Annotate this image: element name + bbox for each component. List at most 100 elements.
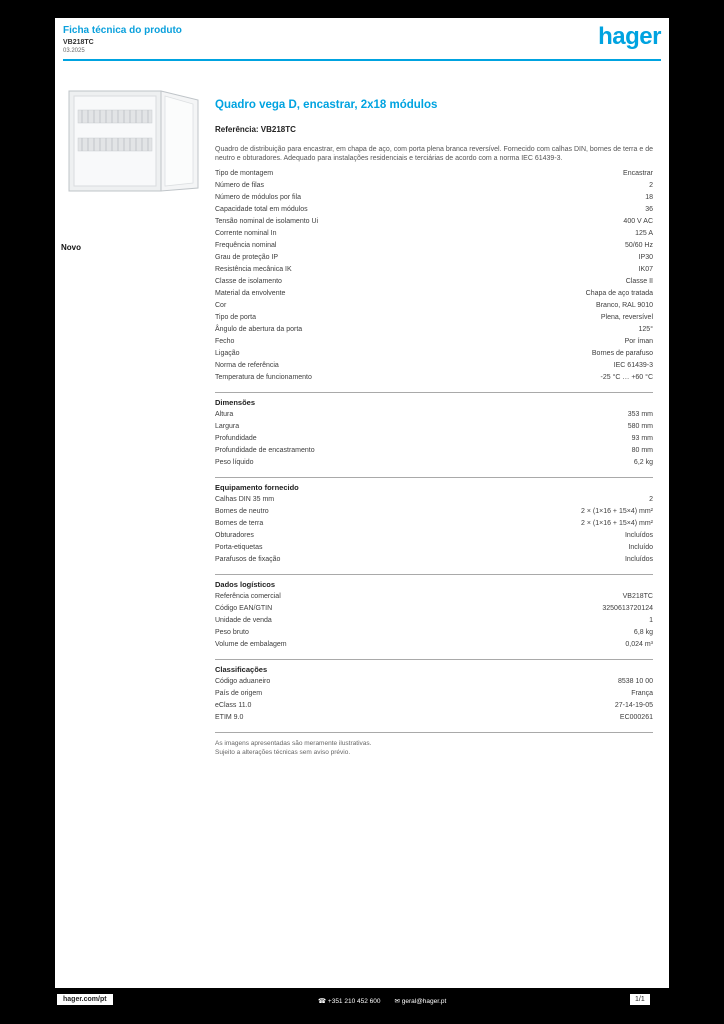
spec-label: Número de filas <box>215 182 265 189</box>
spec-row: Material da envolvente Chapa de aço trata… <box>215 288 653 300</box>
spec-value: Incluído <box>628 544 653 551</box>
document-reference: VB218TC <box>63 39 94 46</box>
spec-value: França <box>631 690 653 697</box>
footer-page-number: 1/1 <box>630 994 650 1005</box>
spec-label: Corrente nominal In <box>215 230 277 237</box>
section-heading: Dados logísticos <box>215 580 276 589</box>
spec-row: Resistência mecânica IK IK07 <box>215 264 653 276</box>
section-divider <box>215 732 653 733</box>
spec-value: 50/60 Hz <box>624 242 653 249</box>
section-heading: Classificações <box>215 665 268 674</box>
spec-value: Encastrar <box>623 170 653 177</box>
spec-label: Referência comercial <box>215 593 281 600</box>
product-title: Quadro vega D, encastrar, 2x18 módulos <box>215 99 438 111</box>
spec-value: EC000261 <box>619 714 653 721</box>
spec-label: Profundidade <box>215 435 257 442</box>
datasheet-page: Ficha técnica do produto VB218TC 03.2025… <box>55 18 669 988</box>
spec-value: 36 <box>645 206 653 213</box>
spec-row: Unidade de venda 1 <box>215 615 653 627</box>
spec-label: Fecho <box>215 338 235 345</box>
spec-label: Capacidade total em módulos <box>215 206 308 213</box>
spec-value: Chapa de aço tratada <box>585 290 653 297</box>
spec-label: Grau de proteção IP <box>215 254 279 261</box>
spec-label: Parafusos de fixação <box>215 556 281 563</box>
spec-value: 2 × (1×16 + 15×4) mm² <box>581 508 653 515</box>
spec-value: Incluídos <box>624 532 653 539</box>
spec-label: Volume de embalagem <box>215 641 287 648</box>
spec-label: Classe de isolamento <box>215 278 282 285</box>
footer-site-link[interactable]: hager.com/pt <box>57 994 113 1005</box>
spec-value: -25 °C … +60 °C <box>600 374 653 381</box>
spec-value: 6,2 kg <box>633 459 653 466</box>
spec-label: Porta-etiquetas <box>215 544 263 551</box>
section-divider <box>215 574 653 575</box>
spec-row: Norma de referência IEC 61439-3 <box>215 360 653 372</box>
spec-label: Tipo de montagem <box>215 170 274 177</box>
new-badge: Novo <box>61 243 81 252</box>
spec-label: ETIM 9.0 <box>215 714 244 721</box>
spec-label: Tensão nominal de isolamento Ui <box>215 218 319 225</box>
spec-row: Peso líquido 6,2 kg <box>215 457 653 469</box>
header-rule <box>63 59 661 61</box>
section-divider <box>215 477 653 478</box>
spec-label: Peso bruto <box>215 629 249 636</box>
spec-label: Largura <box>215 423 240 430</box>
spec-label: Norma de referência <box>215 362 279 369</box>
spec-value: IK07 <box>638 266 653 273</box>
product-photo <box>57 88 204 198</box>
spec-label: Código EAN/GTIN <box>215 605 273 612</box>
spec-label: Material da envolvente <box>215 290 286 297</box>
spec-label: Código aduaneiro <box>215 678 271 685</box>
spec-label: País de origem <box>215 690 263 697</box>
spec-value: Incluídos <box>624 556 653 563</box>
footer-email: ✉ geral@hager.pt <box>394 998 447 1005</box>
spec-row: Largura 580 mm <box>215 421 653 433</box>
product-subtitle: Referência: VB218TC <box>215 125 296 134</box>
spec-row: Fecho Por íman <box>215 336 653 348</box>
spec-value: 1 <box>649 617 653 624</box>
spec-value: 2 <box>649 496 653 503</box>
spec-value: 2 × (1×16 + 15×4) mm² <box>581 520 653 527</box>
document-date: 03.2025 <box>63 48 85 54</box>
spec-value: VB218TC <box>622 593 653 600</box>
spec-row: ETIM 9.0 EC000261 <box>215 712 653 724</box>
enclosure-illustration <box>68 90 199 192</box>
spec-row: Capacidade total em módulos 36 <box>215 204 653 216</box>
spec-label: Unidade de venda <box>215 617 272 624</box>
spec-value: 0,024 m³ <box>625 641 653 648</box>
hager-logo: hager <box>598 23 661 50</box>
note-line: As imagens apresentadas são meramente il… <box>215 740 372 747</box>
section-heading: Equipamento fornecido <box>215 483 299 492</box>
spec-value: Por íman <box>624 338 653 345</box>
section-divider <box>215 392 653 393</box>
notes: As imagens apresentadas são meramente il… <box>215 739 653 757</box>
spec-label: eClass 11.0 <box>215 702 252 709</box>
spec-value: 8538 10 00 <box>617 678 653 685</box>
spec-label: Resistência mecânica IK <box>215 266 292 273</box>
spec-row: País de origem França <box>215 688 653 700</box>
footer-contact: ☎ +351 210 452 600 ✉ geral@hager.pt <box>318 997 446 1005</box>
spec-label: Altura <box>215 411 234 418</box>
spec-value: IEC 61439-3 <box>613 362 653 369</box>
footer-phone: ☎ +351 210 452 600 <box>318 998 381 1005</box>
spec-label: Peso líquido <box>215 459 254 466</box>
spec-value: 580 mm <box>627 423 653 430</box>
